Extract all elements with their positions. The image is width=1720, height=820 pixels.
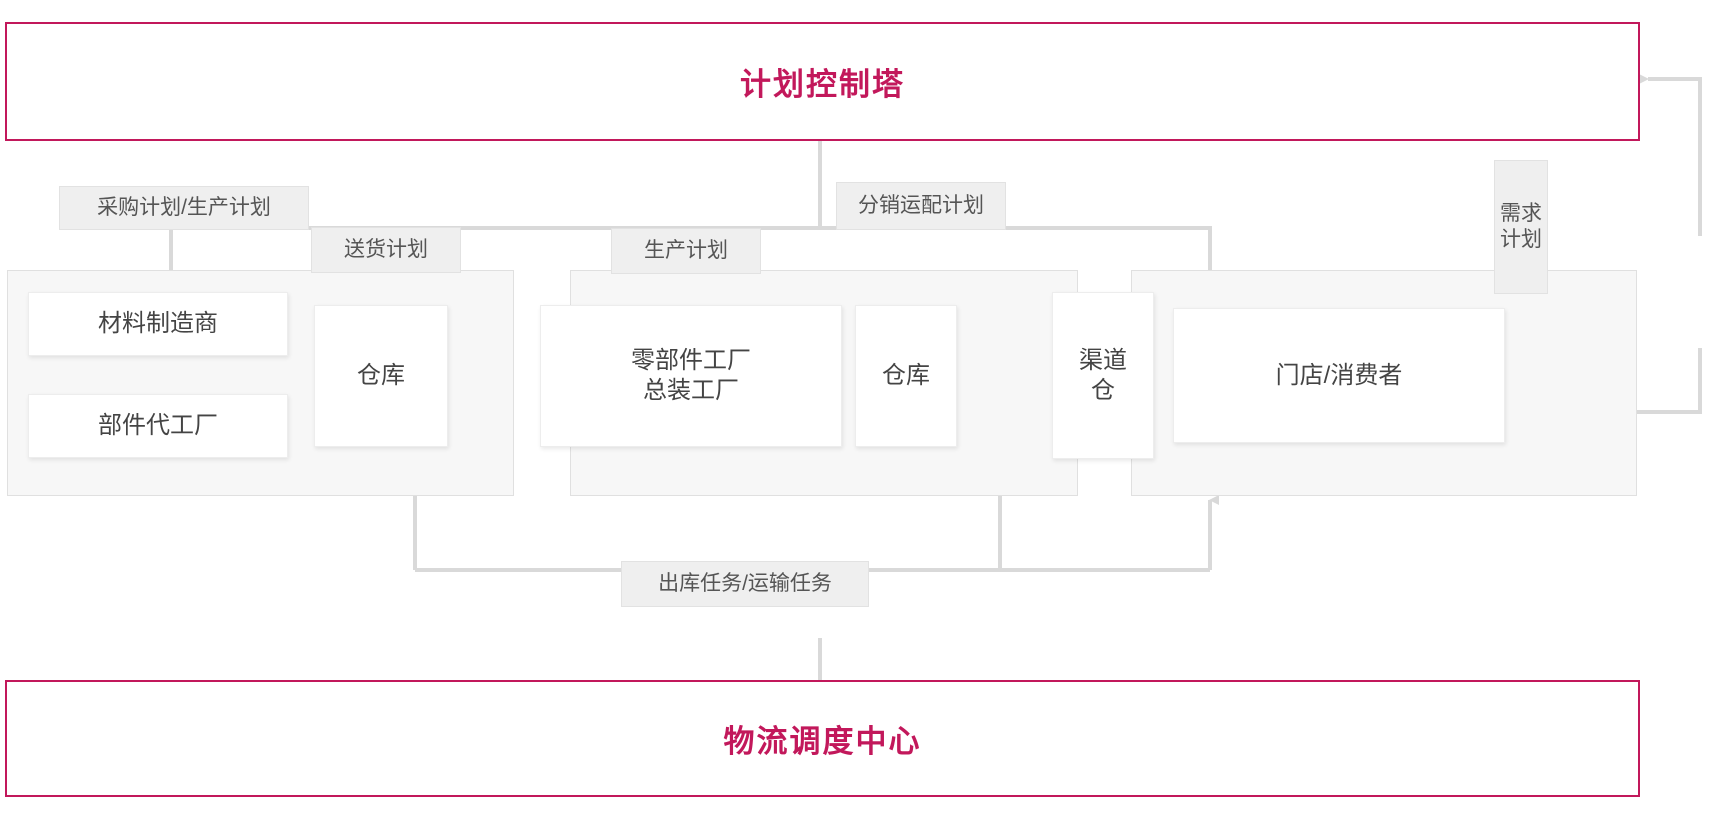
channel-warehouse-line-2: 仓	[1091, 376, 1115, 404]
tag-outbound-transport-task[interactable]: 出库任务/运输任务	[621, 561, 869, 607]
node-material-manufacturer-label: 材料制造商	[98, 310, 218, 337]
node-parts-assembly-factory-label: 零部件工厂 总装工厂	[631, 346, 751, 406]
node-store-consumer-label: 门店/消费者	[1275, 361, 1403, 389]
tag-production-plan[interactable]: 生产计划	[611, 228, 761, 274]
demand-plan-line-2: 计划	[1500, 228, 1542, 251]
line-store-to-demand	[1613, 348, 1702, 414]
node-warehouse-mid[interactable]: 仓库	[855, 305, 957, 447]
node-channel-warehouse-label: 渠道 仓	[1079, 346, 1127, 406]
factory-line-1: 零部件工厂	[631, 347, 751, 374]
planning-control-tower-title: 计划控制塔	[740, 67, 905, 102]
node-warehouse-left[interactable]: 仓库	[314, 305, 448, 447]
tag-distribution-plan[interactable]: 分销运配计划	[836, 182, 1006, 230]
node-warehouse-left-label: 仓库	[357, 362, 405, 389]
channel-warehouse-line-1: 渠道	[1079, 346, 1127, 374]
tag-production-plan-label: 生产计划	[644, 238, 728, 262]
tag-purchase-production-plan[interactable]: 采购计划/生产计划	[59, 186, 309, 230]
node-parts-assembly-factory[interactable]: 零部件工厂 总装工厂	[540, 305, 842, 447]
node-store-consumer[interactable]: 门店/消费者	[1173, 308, 1505, 443]
tag-delivery-plan-label: 送货计划	[344, 237, 428, 261]
logistics-dispatch-center-title: 物流调度中心	[723, 724, 922, 759]
node-warehouse-mid-label: 仓库	[882, 362, 930, 389]
node-channel-warehouse[interactable]: 渠道 仓	[1052, 292, 1154, 459]
line-demand-to-tower	[1639, 74, 1702, 236]
tag-outbound-transport-task-label: 出库任务/运输任务	[658, 571, 832, 595]
tag-demand-plan[interactable]: 需求 计划	[1494, 160, 1548, 294]
tag-demand-plan-label: 需求 计划	[1500, 201, 1542, 254]
node-component-oem-label: 部件代工厂	[98, 412, 218, 439]
tag-distribution-plan-label: 分销运配计划	[858, 193, 984, 217]
tag-delivery-plan[interactable]: 送货计划	[311, 227, 461, 273]
band-logistics-dispatch-center: 物流调度中心	[5, 680, 1640, 797]
node-material-manufacturer[interactable]: 材料制造商	[28, 292, 288, 356]
tag-purchase-production-plan-label: 采购计划/生产计划	[97, 195, 271, 219]
node-component-oem[interactable]: 部件代工厂	[28, 394, 288, 458]
demand-plan-line-1: 需求	[1500, 201, 1542, 225]
band-planning-control-tower: 计划控制塔	[5, 22, 1640, 141]
factory-line-2: 总装工厂	[643, 377, 739, 404]
